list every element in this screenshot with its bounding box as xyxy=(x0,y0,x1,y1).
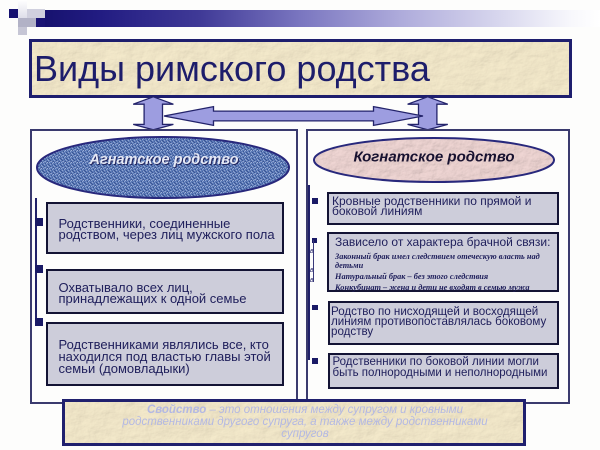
svg-text:Агнатское родство: Агнатское родство xyxy=(89,152,239,168)
svg-text:Когнатское родство: Когнатское родство xyxy=(353,149,514,166)
svg-text:Агнатское родство: Агнатское родство xyxy=(90,153,240,169)
